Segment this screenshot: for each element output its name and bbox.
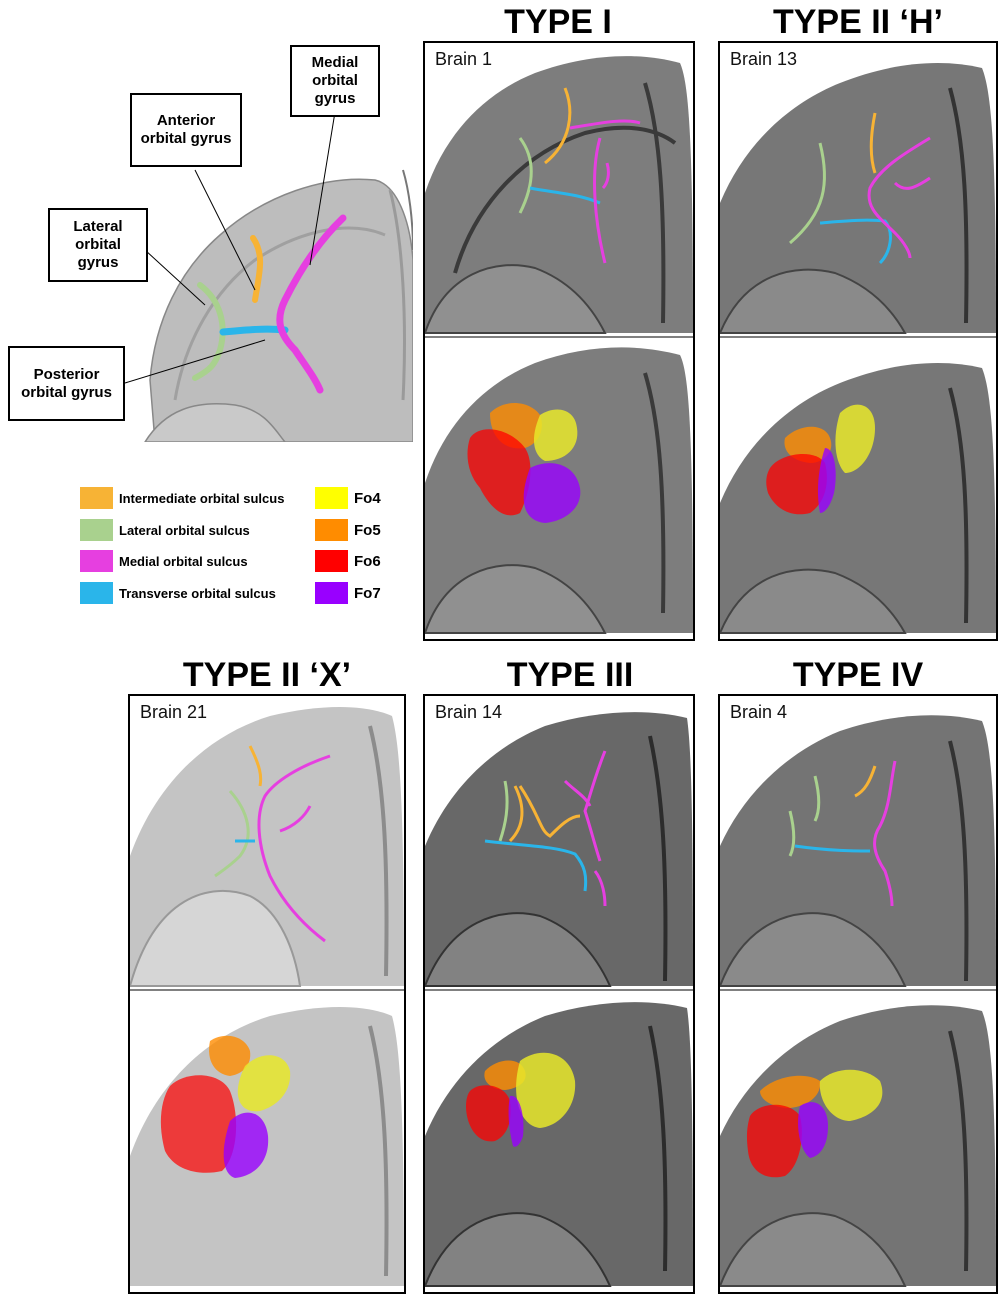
brain-label: Brain 1 xyxy=(435,49,493,69)
panel-brain-4: Brain 4 xyxy=(718,694,998,1294)
swatch-fo5 xyxy=(315,519,348,541)
legend-item-fo6: Fo6 xyxy=(315,550,381,572)
brain-label: Brain 4 xyxy=(730,702,788,722)
swatch-fo7 xyxy=(315,582,348,604)
panel-brain-13: Brain 13 xyxy=(718,41,998,641)
swatch-lateral xyxy=(80,519,113,541)
legend-label: Intermediate orbital sulcus xyxy=(119,490,285,506)
callout-anterior-orbital-gyrus: Anterior orbital gyrus xyxy=(130,93,242,167)
legend-label: Fo4 xyxy=(354,489,381,507)
legend-label: Fo6 xyxy=(354,552,381,570)
schematic-brain xyxy=(135,160,414,443)
title-type-1: TYPE I xyxy=(504,3,612,41)
title-type-2h: TYPE II ‘H’ xyxy=(772,3,944,41)
callout-lateral-orbital-gyrus: Lateral orbital gyrus xyxy=(48,208,148,282)
legend-item-lateral: Lateral orbital sulcus xyxy=(80,519,250,541)
legend-label: Fo5 xyxy=(354,521,381,539)
legend-item-fo7: Fo7 xyxy=(315,582,381,604)
swatch-fo6 xyxy=(315,550,348,572)
legend-item-fo5: Fo5 xyxy=(315,519,381,541)
brain-label: Brain 21 xyxy=(140,702,208,722)
title-type-3: TYPE III xyxy=(506,656,634,694)
legend-label: Lateral orbital sulcus xyxy=(119,522,250,538)
legend-item-fo4: Fo4 xyxy=(315,487,381,509)
swatch-transverse xyxy=(80,582,113,604)
callout-lines xyxy=(124,111,336,384)
legend-item-transverse: Transverse orbital sulcus xyxy=(80,582,276,604)
callout-posterior-orbital-gyrus: Posterior orbital gyrus xyxy=(8,346,125,421)
legend-item-medial: Medial orbital sulcus xyxy=(80,550,248,572)
legend-label: Transverse orbital sulcus xyxy=(119,585,276,601)
legend-label: Fo7 xyxy=(354,584,381,602)
swatch-medial xyxy=(80,550,113,572)
brain-label: Brain 14 xyxy=(435,702,503,722)
legend-label: Medial orbital sulcus xyxy=(119,553,248,569)
brain-label: Brain 13 xyxy=(730,49,798,69)
panel-brain-1: Brain 1 xyxy=(423,41,695,641)
panel-brain-14: Brain 14 xyxy=(423,694,695,1294)
title-type-4: TYPE IV xyxy=(792,656,924,694)
panel-brain-21: Brain 21 xyxy=(128,694,406,1294)
swatch-fo4 xyxy=(315,487,348,509)
title-type-2x: TYPE II ‘X’ xyxy=(182,656,352,694)
legend-item-intermediate: Intermediate orbital sulcus xyxy=(80,487,284,509)
swatch-intermediate xyxy=(80,487,113,509)
callout-medial-orbital-gyrus: Medial orbital gyrus xyxy=(290,45,380,117)
